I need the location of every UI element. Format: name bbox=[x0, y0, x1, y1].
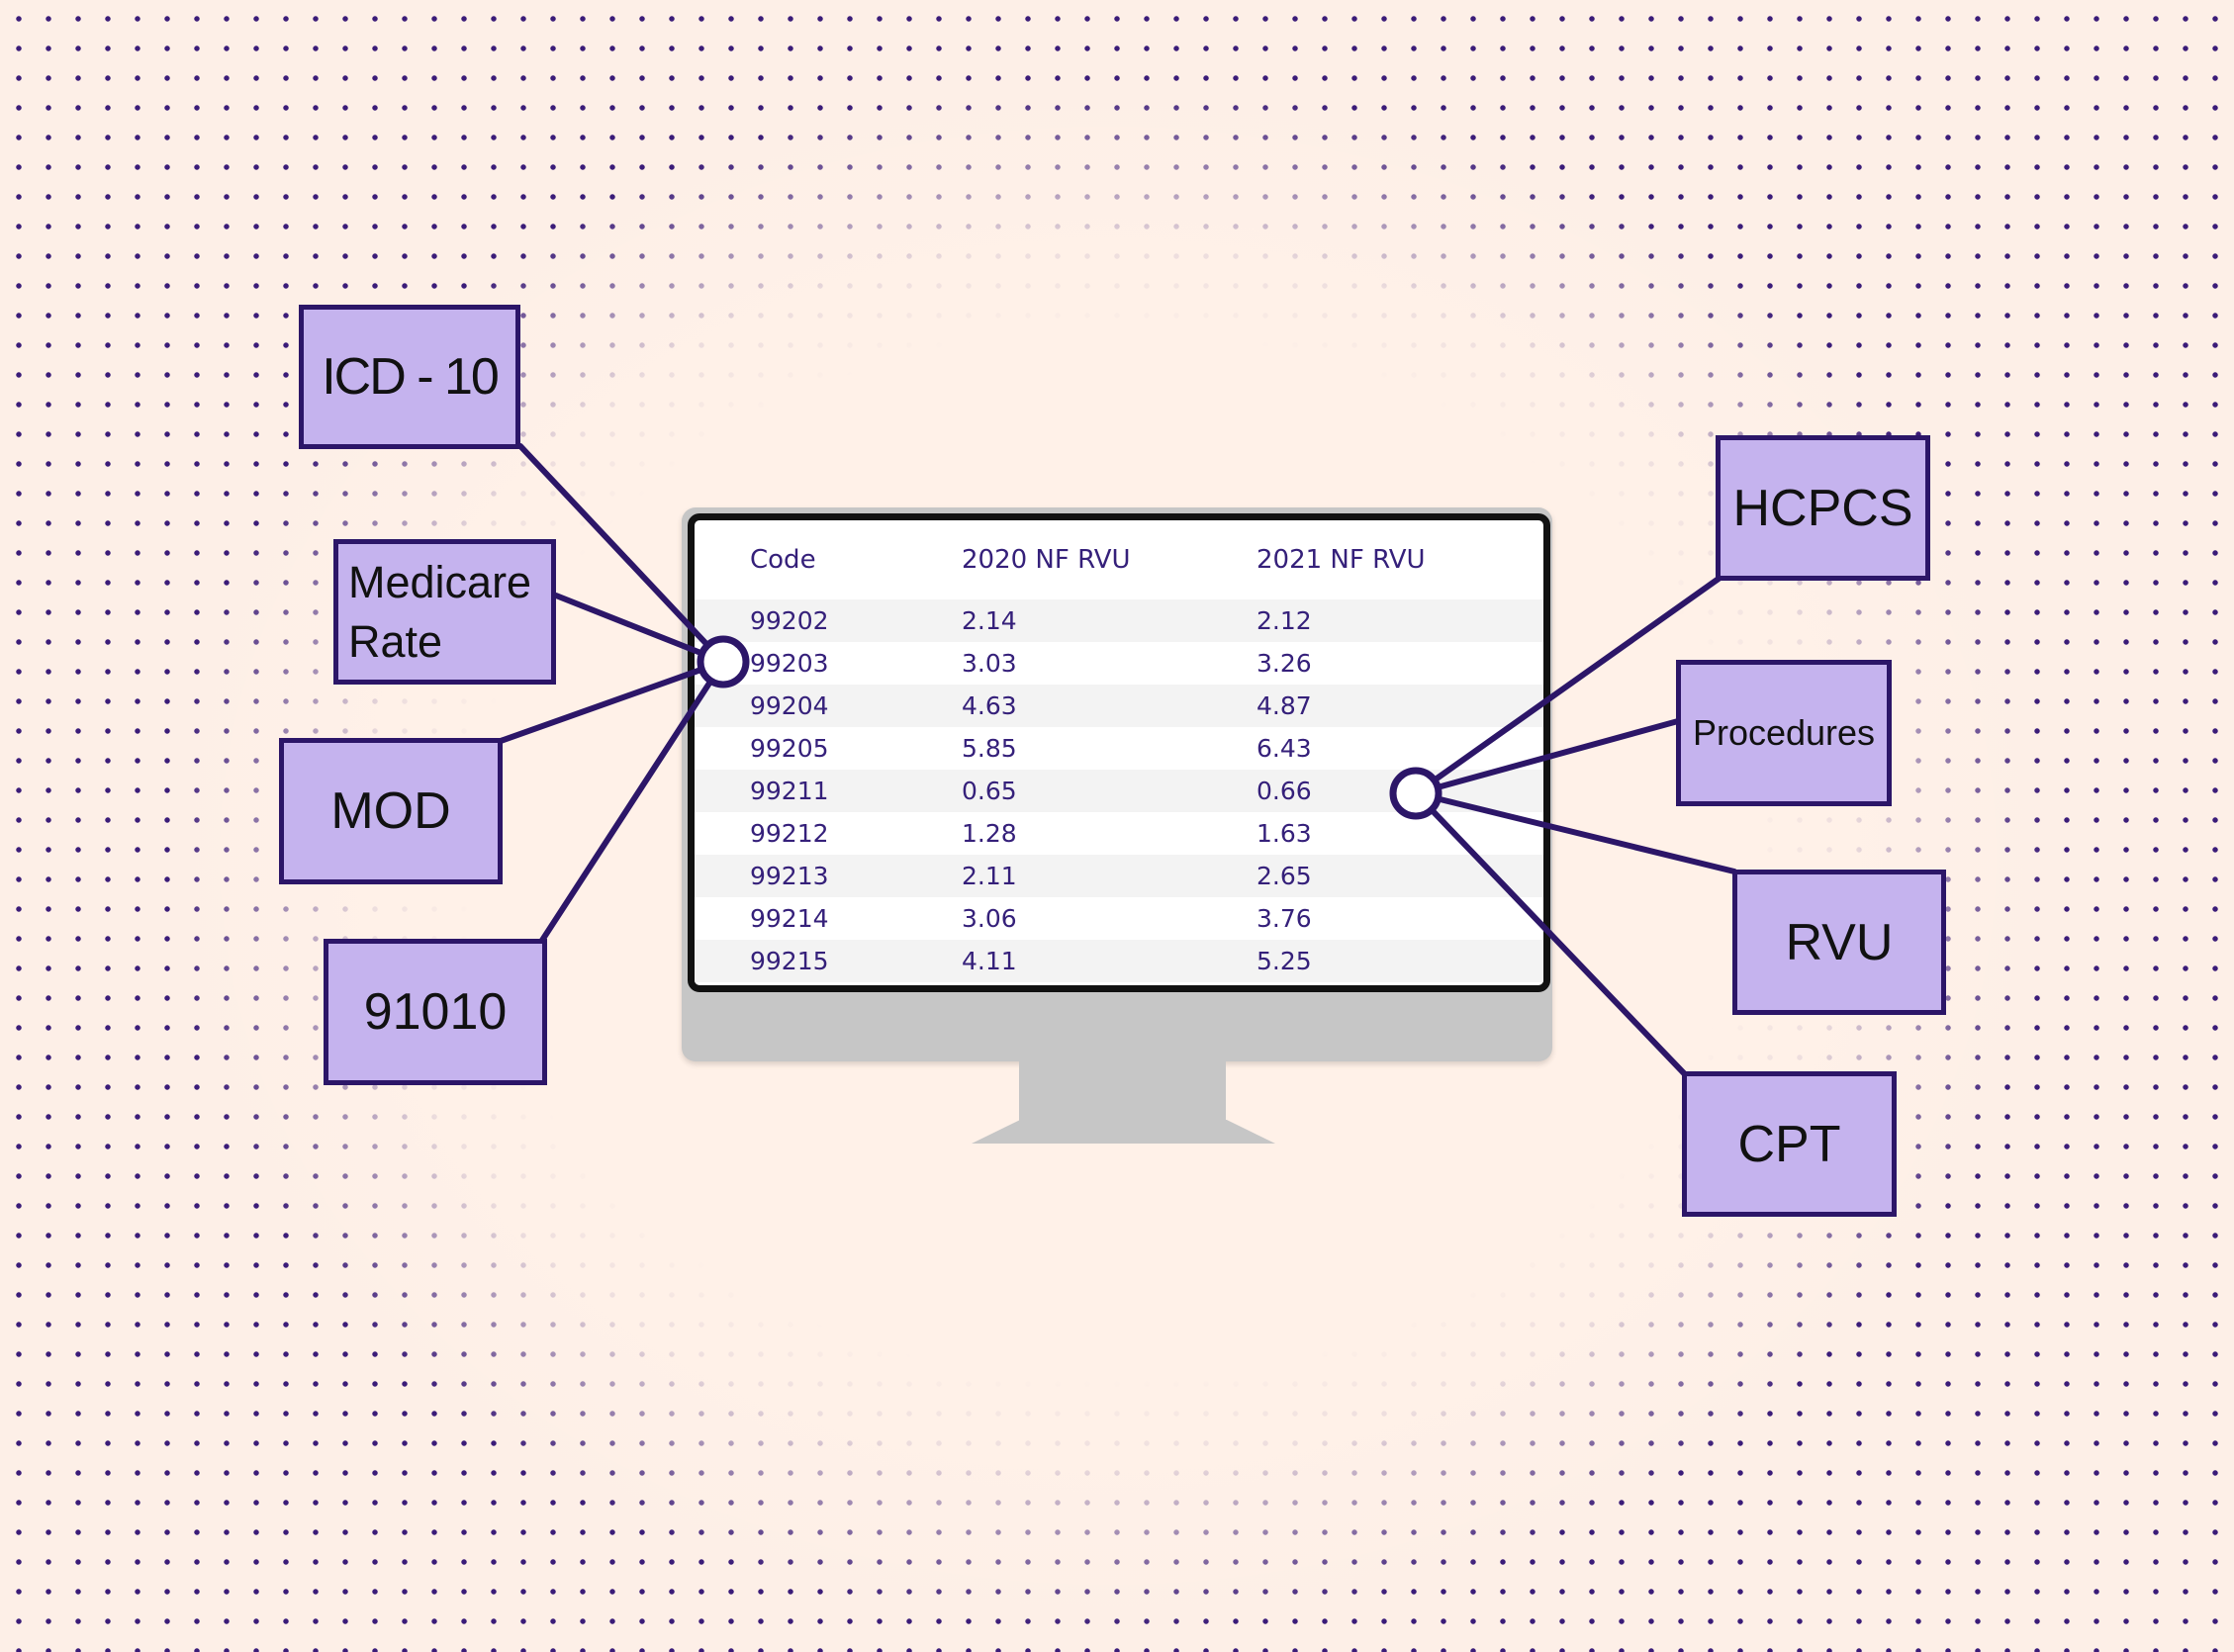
cell-code: 99215 bbox=[750, 947, 829, 975]
cell-code: 99213 bbox=[750, 862, 829, 890]
label-hcpcs: HCPCS bbox=[1716, 435, 1930, 581]
table-header: Code 2020 NF RVU 2021 NF RVU bbox=[695, 520, 1543, 599]
label-procedures-text: Procedures bbox=[1692, 712, 1876, 753]
cell-2020: 4.11 bbox=[962, 947, 1017, 975]
cell-code: 99214 bbox=[750, 904, 829, 933]
label-medicare-rate-text: Medicare Rate bbox=[348, 556, 532, 667]
cell-code: 99203 bbox=[750, 649, 829, 678]
monitor-stand-base bbox=[972, 1120, 1275, 1144]
connector-hcpcs bbox=[1413, 576, 1722, 796]
label-mod-text: MOD bbox=[330, 782, 451, 840]
label-icd10-text: ICD - 10 bbox=[322, 348, 500, 406]
cell-code: 99212 bbox=[750, 819, 829, 848]
table-row: 99213 2.11 2.65 bbox=[695, 855, 1543, 897]
label-rvu: RVU bbox=[1732, 870, 1946, 1015]
label-mod: MOD bbox=[279, 738, 503, 884]
cell-code: 99205 bbox=[750, 734, 829, 763]
cell-2021: 0.66 bbox=[1257, 777, 1312, 805]
table-row: 99212 1.28 1.63 bbox=[695, 812, 1543, 855]
cell-code: 99202 bbox=[750, 606, 829, 635]
table-row: 99202 2.14 2.12 bbox=[695, 599, 1543, 642]
label-91010-text: 91010 bbox=[363, 983, 508, 1041]
label-icd10: ICD - 10 bbox=[299, 305, 520, 449]
label-91010: 91010 bbox=[324, 939, 547, 1085]
connector-medicare-rate bbox=[553, 593, 726, 665]
label-cpt: CPT bbox=[1682, 1071, 1897, 1217]
connector-procedures bbox=[1413, 718, 1681, 796]
label-procedures: Procedures bbox=[1676, 660, 1892, 806]
cell-2020: 0.65 bbox=[962, 777, 1017, 805]
cell-2021: 6.43 bbox=[1257, 734, 1312, 763]
left-hub-node bbox=[697, 635, 750, 688]
connector-mod bbox=[498, 659, 726, 744]
table-row: 99214 3.06 3.76 bbox=[695, 897, 1543, 940]
cell-2021: 3.76 bbox=[1257, 904, 1312, 933]
label-cpt-text: CPT bbox=[1737, 1115, 1841, 1173]
header-2020-nf-rvu: 2020 NF RVU bbox=[962, 545, 1131, 575]
header-code: Code bbox=[750, 545, 816, 575]
cell-code: 99204 bbox=[750, 691, 829, 720]
cell-2020: 3.06 bbox=[962, 904, 1017, 933]
cell-2020: 5.85 bbox=[962, 734, 1017, 763]
cell-2020: 3.03 bbox=[962, 649, 1017, 678]
monitor-screen: Code 2020 NF RVU 2021 NF RVU 99202 2.14 … bbox=[688, 513, 1550, 992]
connector-icd10 bbox=[517, 443, 726, 665]
cell-2021: 3.26 bbox=[1257, 649, 1312, 678]
header-2021-nf-rvu: 2021 NF RVU bbox=[1257, 545, 1426, 575]
cell-2021: 4.87 bbox=[1257, 691, 1312, 720]
cell-2021: 5.25 bbox=[1257, 947, 1312, 975]
right-hub-node bbox=[1389, 767, 1443, 820]
cell-2020: 2.11 bbox=[962, 862, 1017, 890]
cell-code: 99211 bbox=[750, 777, 829, 805]
table-row: 99203 3.03 3.26 bbox=[695, 642, 1543, 685]
cell-2021: 2.12 bbox=[1257, 606, 1312, 635]
label-rvu-text: RVU bbox=[1785, 913, 1894, 971]
label-medicare-rate: Medicare Rate bbox=[333, 539, 556, 685]
table-row: 99204 4.63 4.87 bbox=[695, 685, 1543, 727]
label-hcpcs-text: HCPCS bbox=[1732, 479, 1913, 537]
cell-2020: 2.14 bbox=[962, 606, 1017, 635]
cell-2021: 2.65 bbox=[1257, 862, 1312, 890]
connector-91010 bbox=[538, 659, 726, 945]
connector-rvu bbox=[1413, 790, 1737, 874]
monitor-stand-neck bbox=[1019, 1058, 1226, 1122]
cell-2020: 4.63 bbox=[962, 691, 1017, 720]
cell-2020: 1.28 bbox=[962, 819, 1017, 848]
table-row: 99215 4.11 5.25 bbox=[695, 940, 1543, 982]
connector-cpt bbox=[1413, 790, 1688, 1077]
cell-2021: 1.63 bbox=[1257, 819, 1312, 848]
table-row: 99205 5.85 6.43 bbox=[695, 727, 1543, 770]
